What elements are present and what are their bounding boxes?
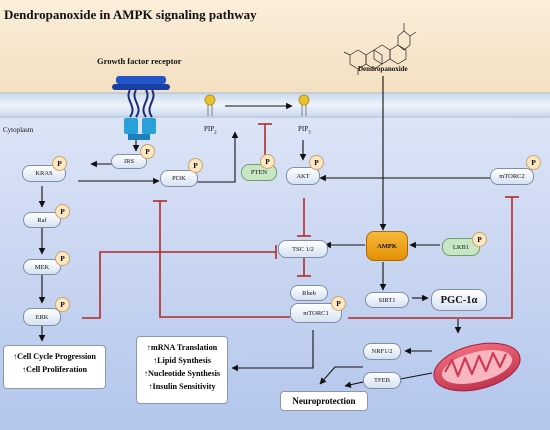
outcome-mrna-translation: ↑mRNA Translation [146,343,218,352]
pi3k-node[interactable]: PI3K [160,170,198,187]
lkb1-node[interactable]: LKB1 [442,238,480,256]
cell-membrane [0,93,550,117]
compound-label: Dendropanoxide [358,65,408,73]
sirt1-node[interactable]: SIRT1 [365,292,409,308]
rheb-node[interactable]: Rheb [290,285,328,301]
mtorc2-node[interactable]: mTORC2 [490,168,534,185]
tsc-node[interactable]: TSC 1/2 [278,240,328,258]
pip2-lipid [204,94,216,116]
raf-node[interactable]: Raf [23,212,61,228]
inhibition-lines [82,123,519,319]
cell-outcome-box: ↑Cell Cycle Progression ↑Cell Proliferat… [3,345,106,389]
pip3-label: PIP3 [298,125,311,136]
extracellular-region [0,0,550,96]
receptor-label: Growth factor receptor [97,56,182,66]
dendropanoxide-structure [343,23,417,75]
cytoplasm-label: Cytoplasm [3,126,34,134]
outcome-nucleotide-synthesis: ↑Nucleotide Synthesis [143,369,221,378]
pip2-label: PIP2 [204,125,217,136]
phospho-kras: P [52,156,67,171]
outcome-cell-cycle: ↑Cell Cycle Progression [13,352,96,361]
activation-arrows [38,76,490,388]
phospho-akt: P [309,155,324,170]
outcome-cell-proliferation: ↑Cell Proliferation [21,365,88,374]
neuroprotection-box: Neuroprotection [280,391,368,411]
ampk-node[interactable]: AMPK [366,231,408,261]
phospho-mek: P [55,251,70,266]
diagram-title: Dendropanoxide in AMPK signaling pathway [4,7,257,22]
phospho-pten: P [260,154,275,169]
nrf-node[interactable]: NRF1/2 [363,343,401,360]
phospho-pi3k: P [188,158,203,173]
outcome-lipid-synthesis: ↑Lipid Synthesis [152,356,212,365]
phospho-raf: P [55,204,70,219]
outcome-insulin-sensitivity: ↑Insulin Sensitivity [148,382,216,391]
phospho-irs: P [140,144,155,159]
akt-node[interactable]: AKT [286,167,320,185]
irs-node[interactable]: IRS [111,154,147,169]
phospho-erk: P [55,297,70,312]
growth-factor-receptor [112,76,170,140]
tfeb-node[interactable]: TFEB [363,372,401,389]
mek-node[interactable]: MEK [23,259,61,275]
phospho-mtorc1: P [331,296,346,311]
erk-node[interactable]: ERK [23,308,61,326]
pgc1a-node[interactable]: PGC-1α [431,289,487,311]
phospho-mtorc2: P [526,155,541,170]
pip3-lipid [298,94,310,116]
synthesis-outcome-box: ↑mRNA Translation ↑Lipid Synthesis ↑Nucl… [136,336,228,404]
phospho-lkb1: P [472,232,487,247]
mtorc1-node[interactable]: mTORC1 [290,303,342,323]
mitochondrion-icon [433,342,521,392]
